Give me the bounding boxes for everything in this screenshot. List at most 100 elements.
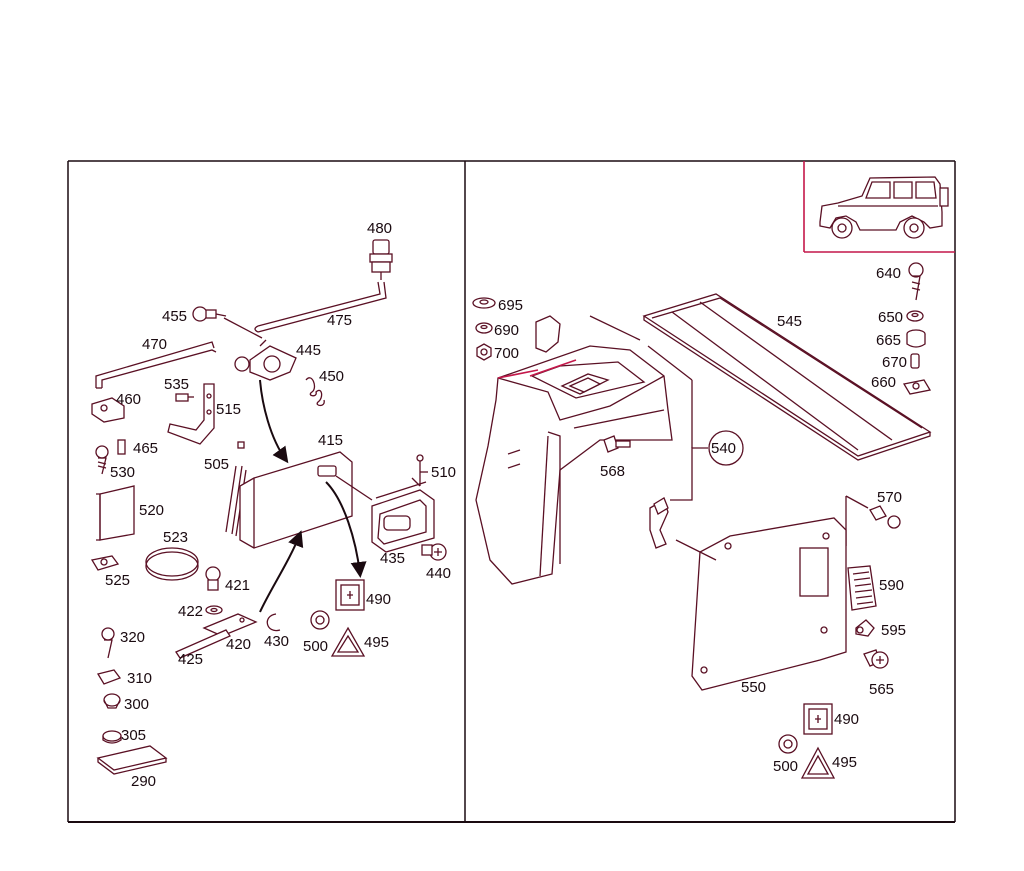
label-595: 595	[881, 622, 906, 639]
label-515: 515	[216, 401, 241, 418]
part-510-rod	[411, 454, 428, 487]
label-650: 650	[878, 309, 903, 326]
part-670-sleeve	[910, 353, 920, 369]
part-290-mat	[96, 745, 168, 775]
label-500-left: 500	[303, 638, 328, 655]
part-523-clamp	[145, 547, 199, 581]
part-700-nut	[476, 343, 492, 361]
vehicle-inset	[803, 161, 955, 253]
label-665: 665	[876, 332, 901, 349]
part-495-warning-triangle-left	[330, 626, 366, 657]
part-640-screw	[908, 262, 924, 301]
label-550: 550	[741, 679, 766, 696]
part-570-stud	[845, 495, 901, 546]
label-470: 470	[142, 336, 167, 353]
part-415-cover	[239, 451, 353, 549]
label-290: 290	[131, 773, 156, 790]
label-525: 525	[105, 572, 130, 589]
part-475-tube	[254, 281, 387, 333]
label-480: 480	[367, 220, 392, 237]
part-470-hose	[95, 341, 217, 389]
label-495-right: 495	[832, 754, 857, 771]
label-590: 590	[879, 577, 904, 594]
label-535: 535	[164, 376, 189, 393]
label-505: 505	[204, 456, 229, 473]
label-305: 305	[121, 727, 146, 744]
part-515-bracket	[167, 383, 215, 445]
label-690: 690	[494, 322, 519, 339]
part-540-callout-circle	[708, 430, 744, 466]
label-422: 422	[178, 603, 203, 620]
label-490-left: 490	[366, 591, 391, 608]
part-425-pin	[175, 629, 231, 659]
label-460: 460	[116, 391, 141, 408]
label-695: 695	[498, 297, 523, 314]
label-495-left: 495	[364, 634, 389, 651]
part-665-spacer	[906, 329, 926, 348]
part-455-screw	[192, 306, 263, 339]
label-568: 568	[600, 463, 625, 480]
part-650-washer	[906, 310, 924, 322]
callouts-left: 480 475 455 445 470 450 535 460 515 465 …	[105, 220, 456, 790]
label-320: 320	[120, 629, 145, 646]
label-500-right: 500	[773, 758, 798, 775]
part-595-clip	[855, 619, 875, 637]
part-500-lamp-left	[310, 610, 330, 630]
part-500-lamp-right	[778, 734, 798, 754]
label-465: 465	[133, 440, 158, 457]
part-305-grommet	[102, 730, 122, 744]
part-421-screw	[205, 566, 221, 591]
label-310: 310	[127, 670, 152, 687]
label-570: 570	[877, 489, 902, 506]
part-440-screw	[421, 543, 447, 561]
part-480-vent-cap	[369, 239, 393, 280]
label-445: 445	[296, 342, 321, 359]
assembly-arrows-left	[259, 379, 373, 613]
part-495-warning-triangle-right	[800, 746, 836, 779]
part-690-spacer	[475, 322, 493, 334]
part-320-screw	[101, 627, 115, 659]
label-435: 435	[380, 550, 405, 567]
label-415: 415	[318, 432, 343, 449]
part-430-clip	[266, 613, 281, 632]
label-545: 545	[777, 313, 802, 330]
part-445-fitting	[234, 339, 297, 381]
part-565-screw	[863, 649, 889, 669]
part-590-vent-grille	[847, 565, 877, 611]
label-300: 300	[124, 696, 149, 713]
label-700: 700	[494, 345, 519, 362]
part-450-spring	[305, 377, 325, 407]
part-310-nut	[96, 669, 122, 685]
part-300-plug	[103, 693, 121, 709]
label-430: 430	[264, 633, 289, 650]
label-523: 523	[163, 529, 188, 546]
label-565: 565	[869, 681, 894, 698]
label-450: 450	[319, 368, 344, 385]
part-490-first-aid-kit-left	[335, 579, 365, 611]
part-525-nut	[90, 555, 120, 571]
part-568-bolt	[603, 435, 631, 453]
label-540: 540	[711, 440, 736, 457]
part-422-washer	[205, 605, 223, 615]
part-545-floor-strip	[642, 293, 932, 461]
label-530: 530	[110, 464, 135, 481]
label-490-right: 490	[834, 711, 859, 728]
label-520: 520	[139, 502, 164, 519]
callouts-right: 695 690 700 545 640 650 665 670 660 540 …	[494, 265, 907, 775]
part-535-pin	[175, 393, 194, 402]
label-425: 425	[178, 651, 203, 668]
label-421: 421	[225, 577, 250, 594]
label-475: 475	[327, 312, 352, 329]
part-420-hinge	[202, 613, 258, 637]
diagram-frame	[67, 160, 956, 823]
part-435-handle	[371, 481, 435, 553]
part-695-washer	[472, 297, 496, 309]
label-510: 510	[431, 464, 456, 481]
vehicle-side-view-icon	[819, 176, 949, 239]
part-clip-tab	[649, 497, 669, 549]
leader-lines-right	[670, 380, 708, 501]
part-520-plate	[96, 485, 135, 541]
part-550-trim-panel	[675, 517, 847, 691]
label-455: 455	[162, 308, 187, 325]
part-530-screw	[95, 445, 109, 475]
